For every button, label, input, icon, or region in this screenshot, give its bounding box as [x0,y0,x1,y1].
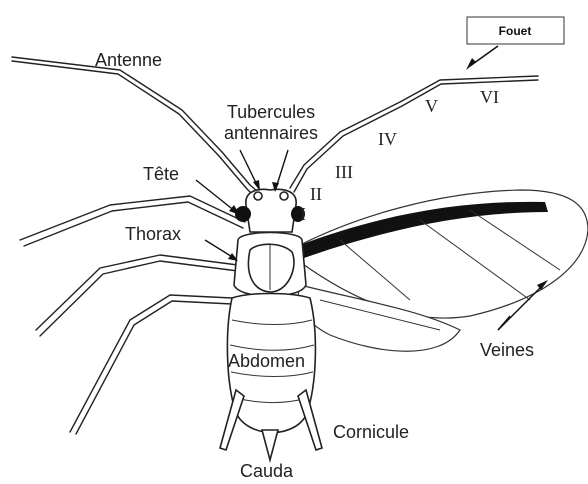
antenne-label: Antenne [95,50,162,70]
abdomen [220,294,322,461]
segment-label-2: II [310,184,322,204]
tubercules-label-line1: Tubercules [227,102,315,122]
abdomen-label: Abdomen [228,351,305,371]
left-antenna [12,57,258,196]
segment-label-4: IV [378,129,397,149]
veines-label: Veines [480,340,534,360]
head [235,189,305,232]
segment-label-5: V [425,96,438,116]
cauda-label: Cauda [240,461,294,481]
fouet-label: Fouet [499,24,532,38]
segment-label-3: III [335,162,353,182]
segment-label-6: VI [480,87,499,107]
thorax-label: Thorax [125,224,181,244]
right-antenna [290,76,538,192]
thorax [234,233,306,297]
cornicule-label: Cornicule [333,422,409,442]
segment-label-1: I [300,204,306,224]
tete-label: Tête [143,164,179,184]
wings [298,190,588,351]
tubercules-label-line2: antennaires [224,123,318,143]
